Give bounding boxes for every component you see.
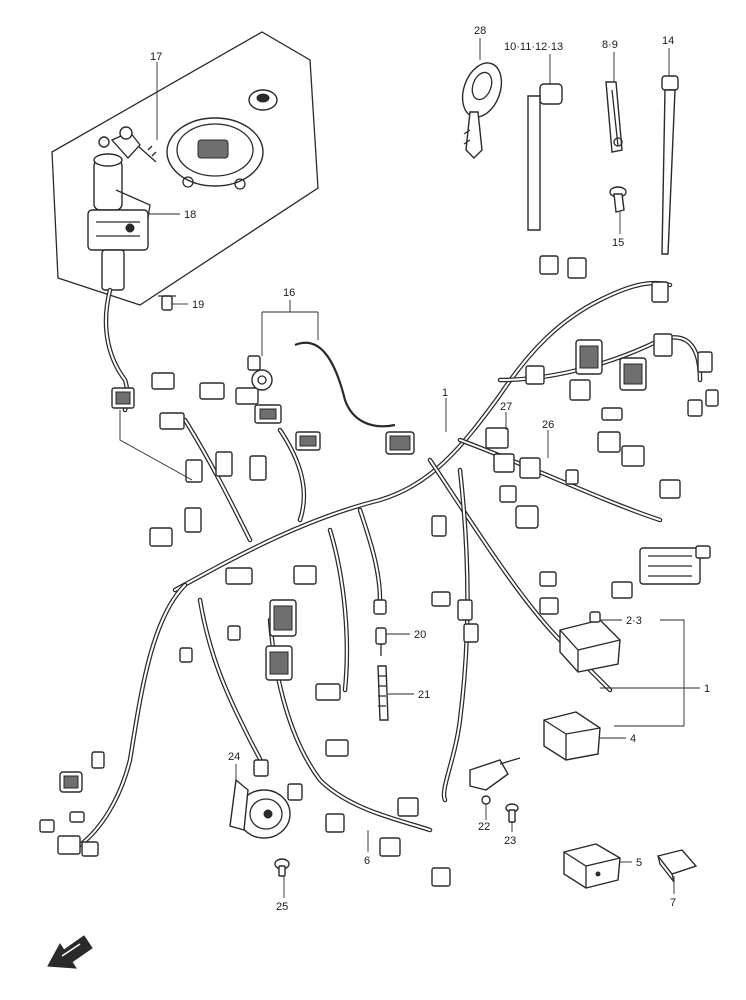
- callout-19: 19: [192, 299, 204, 311]
- callout-26: 26: [542, 419, 554, 431]
- key-blank: [461, 62, 503, 159]
- callout-8-9: 8·9: [602, 39, 618, 51]
- bolt-19: [158, 295, 176, 311]
- ignition-keys: [98, 126, 157, 163]
- seat-lock-cylinder: [248, 89, 278, 111]
- callout-5: 5: [636, 857, 642, 869]
- callout-6: 6: [364, 855, 370, 867]
- callout-23: 23: [504, 835, 516, 847]
- callout-2-3: 2·3: [626, 615, 642, 627]
- callout-16: 16: [283, 287, 295, 299]
- ignition-switch: [87, 153, 151, 291]
- callout-14: 14: [662, 35, 674, 47]
- callout-1-lower: 1: [704, 683, 710, 695]
- switch-20: [373, 599, 387, 656]
- front-arrow-icon: [47, 935, 93, 969]
- grommet: [247, 355, 273, 391]
- cover-7: [656, 849, 698, 883]
- callout-25: 25: [276, 901, 288, 913]
- callout-20: 20: [414, 629, 426, 641]
- relay-4: [543, 711, 601, 761]
- leader-lines: [119, 38, 700, 898]
- relay-2-3: [559, 611, 621, 673]
- fuel-cap-lock: [166, 117, 264, 190]
- callout-24: 24: [228, 751, 240, 763]
- callout-22: 22: [478, 821, 490, 833]
- bolt-25: [274, 858, 290, 877]
- sensor-21: [377, 665, 389, 721]
- callout-27: 27: [500, 401, 512, 413]
- callout-1-upper: 1: [442, 387, 448, 399]
- relay-5: [563, 843, 621, 889]
- cable-clamp: [527, 83, 563, 231]
- wire-clamp-bracket: [605, 81, 623, 153]
- callout-15: 15: [612, 237, 624, 249]
- callout-10-13: 10·11·12·13: [504, 41, 563, 53]
- callout-21: 21: [418, 689, 430, 701]
- callout-labels: 17 18 19 28 10·11·12·13 8·9 14 15 16 1 2…: [150, 25, 710, 913]
- callout-4: 4: [630, 733, 636, 745]
- sensor-22: [469, 757, 521, 805]
- callout-7: 7: [670, 897, 676, 909]
- callout-18: 18: [184, 209, 196, 221]
- horn: [229, 778, 291, 839]
- harness-connectors: [39, 255, 719, 887]
- ignition-kit-panel: [51, 31, 319, 311]
- fuse-box: [639, 545, 711, 585]
- bolt-23: [505, 803, 519, 823]
- screw-15: [609, 186, 627, 213]
- main-wiring-harness: [77, 280, 703, 848]
- callout-28: 28: [474, 25, 486, 37]
- callout-17: 17: [150, 51, 162, 63]
- cable-tie: [661, 75, 679, 255]
